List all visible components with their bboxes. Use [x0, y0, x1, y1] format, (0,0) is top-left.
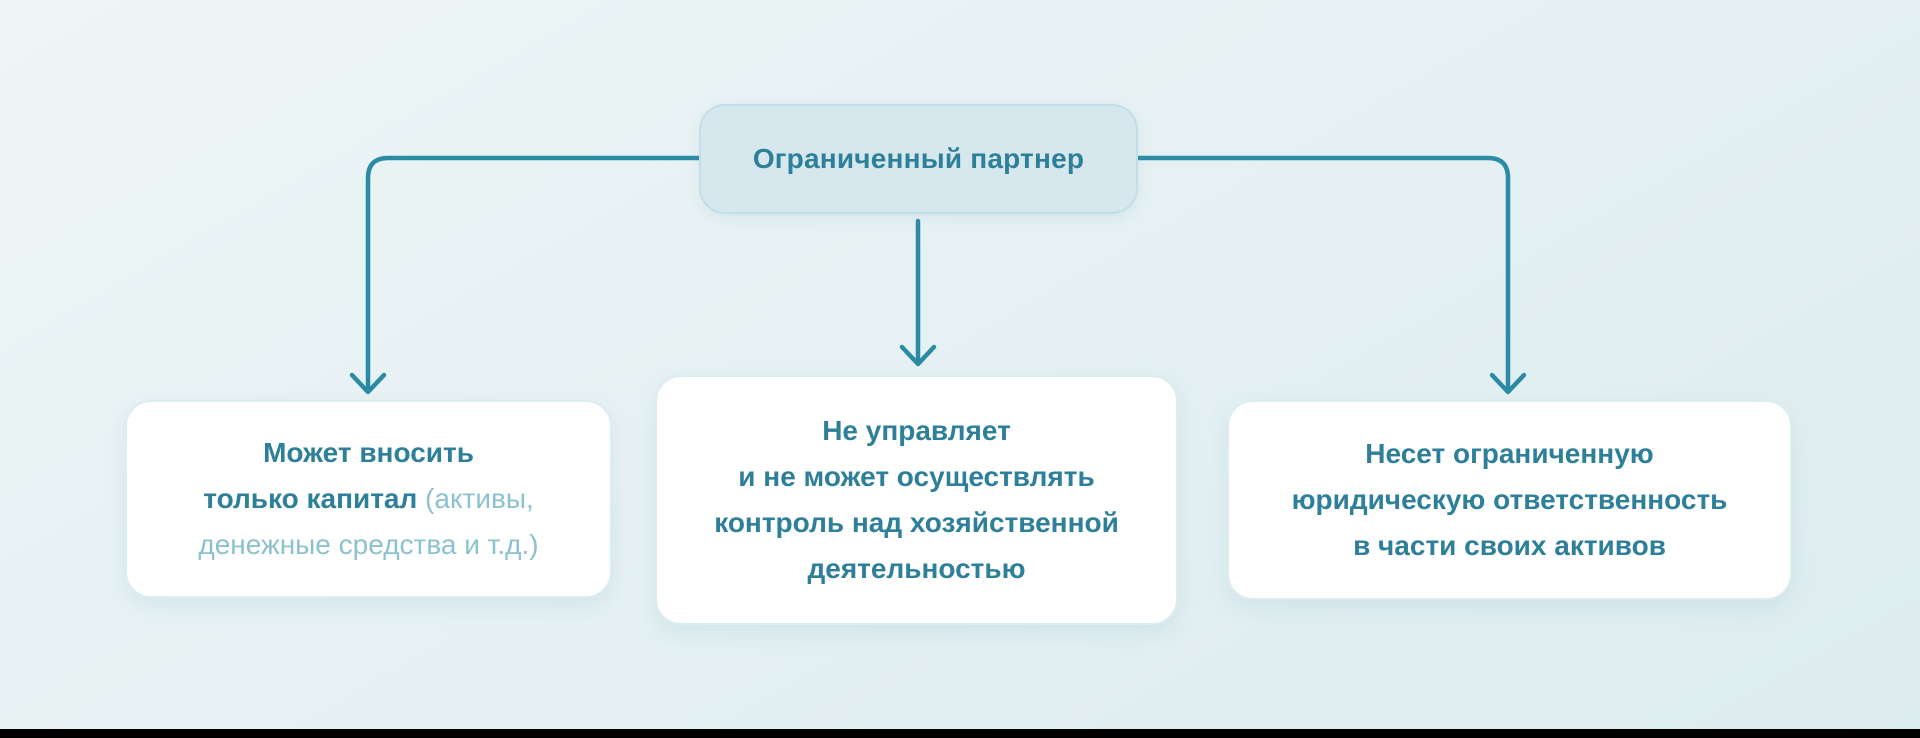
connector-left	[365, 155, 703, 394]
node-text-line: Не управляет	[822, 408, 1011, 454]
child-node-limited-liability: Несет ограниченную юридическую ответстве…	[1227, 400, 1792, 600]
node-text-segment: юридическую ответственность	[1291, 484, 1728, 515]
node-text-line: только капитал (активы,	[203, 476, 534, 522]
arrowhead-middle-icon	[899, 344, 937, 367]
node-text-line: и не может осуществлять	[738, 454, 1094, 500]
node-text-segment: контроль над хозяйственной	[714, 507, 1119, 538]
node-text-segment: деятельностью	[807, 553, 1026, 584]
node-text-segment: и не может осуществлять	[738, 461, 1095, 492]
arrowhead-left-icon	[349, 372, 387, 395]
connector-right	[1134, 155, 1511, 394]
node-text-line: деятельностью	[807, 546, 1025, 592]
node-text-line: Может вносить	[263, 430, 474, 476]
root-node-label: Ограниченный партнер	[752, 143, 1085, 174]
child-node-capital-only: Может вносить только капитал (активы, де…	[125, 400, 612, 598]
node-text-line: Несет ограниченную	[1365, 431, 1653, 477]
node-text-segment: (активы,	[417, 483, 534, 514]
node-text-line: в части своих активов	[1353, 523, 1666, 569]
child-node-no-management: Не управляет и не может осуществлять кон…	[655, 375, 1178, 625]
bottom-bar	[0, 729, 1920, 738]
node-text-segment: в части своих активов	[1353, 530, 1666, 561]
arrowhead-right-icon	[1489, 372, 1527, 395]
node-text-segment: Может вносить	[263, 437, 474, 468]
node-text-segment: Не управляет	[822, 415, 1011, 446]
node-text-line: денежные средства и т.д.)	[198, 522, 538, 568]
root-node-limited-partner: Ограниченный партнер	[699, 104, 1138, 214]
node-text-segment: только капитал	[203, 483, 418, 514]
node-text-segment: Несет ограниченную	[1365, 438, 1654, 469]
node-text-segment: денежные средства и т.д.)	[198, 529, 539, 560]
node-text-line: контроль над хозяйственной	[714, 500, 1119, 546]
node-text-line: юридическую ответственность	[1292, 477, 1728, 523]
